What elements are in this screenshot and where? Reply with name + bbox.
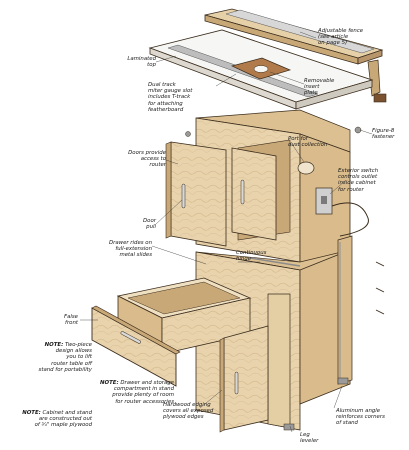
continuous-hinge: [249, 257, 301, 267]
cabinet-doors: [165, 141, 277, 247]
drawer: [91, 277, 252, 387]
label-false-front: False front: [63, 314, 78, 327]
label-doors-access: Doors provide access to router: [128, 150, 166, 169]
label-leg-leveler: Leg leveler: [300, 432, 319, 445]
label-dual-track: Dual track miter gauge slot includes T-t…: [148, 82, 193, 113]
leader-lines: [80, 31, 373, 433]
door-pull: [181, 183, 186, 209]
label-removable-insert: Removable insert plate: [304, 78, 335, 97]
laminated-top: [148, 29, 374, 110]
label-continuous-hinge: Continuous hinge: [236, 250, 267, 263]
storage-door: [219, 325, 269, 433]
adjustable-fence: [204, 8, 387, 103]
dust-port: [297, 161, 315, 175]
note-two-piece: NOTE: Two-piece design allows you to lif…: [38, 342, 92, 373]
label-exterior-switch: Exterior switch controls outlet inside c…: [338, 168, 379, 193]
label-adjustable-fence: Adjustable fence (see article on page 5): [318, 28, 364, 47]
label-laminated-top: Laminated top: [127, 56, 156, 69]
label-figure8: Figure-8 fastener: [372, 128, 395, 141]
label-door-pull: Door pull: [143, 218, 156, 231]
label-hardwood-edging: Hardwood edging covers all exposed plywo…: [163, 402, 214, 421]
label-aluminum-angle: Aluminum angle reinforces corners of sta…: [336, 408, 385, 427]
note-drawer-storage: NOTE: Drawer and storage compartment in …: [100, 380, 174, 405]
leg-leveler: [283, 423, 295, 431]
note-cabinet-plywood: NOTE: Cabinet and stand are constructed …: [22, 410, 92, 429]
label-drawer-rides: Drawer rides on full-extension metal sli…: [108, 240, 152, 259]
label-port-dust: Port for dust collection: [288, 136, 328, 149]
